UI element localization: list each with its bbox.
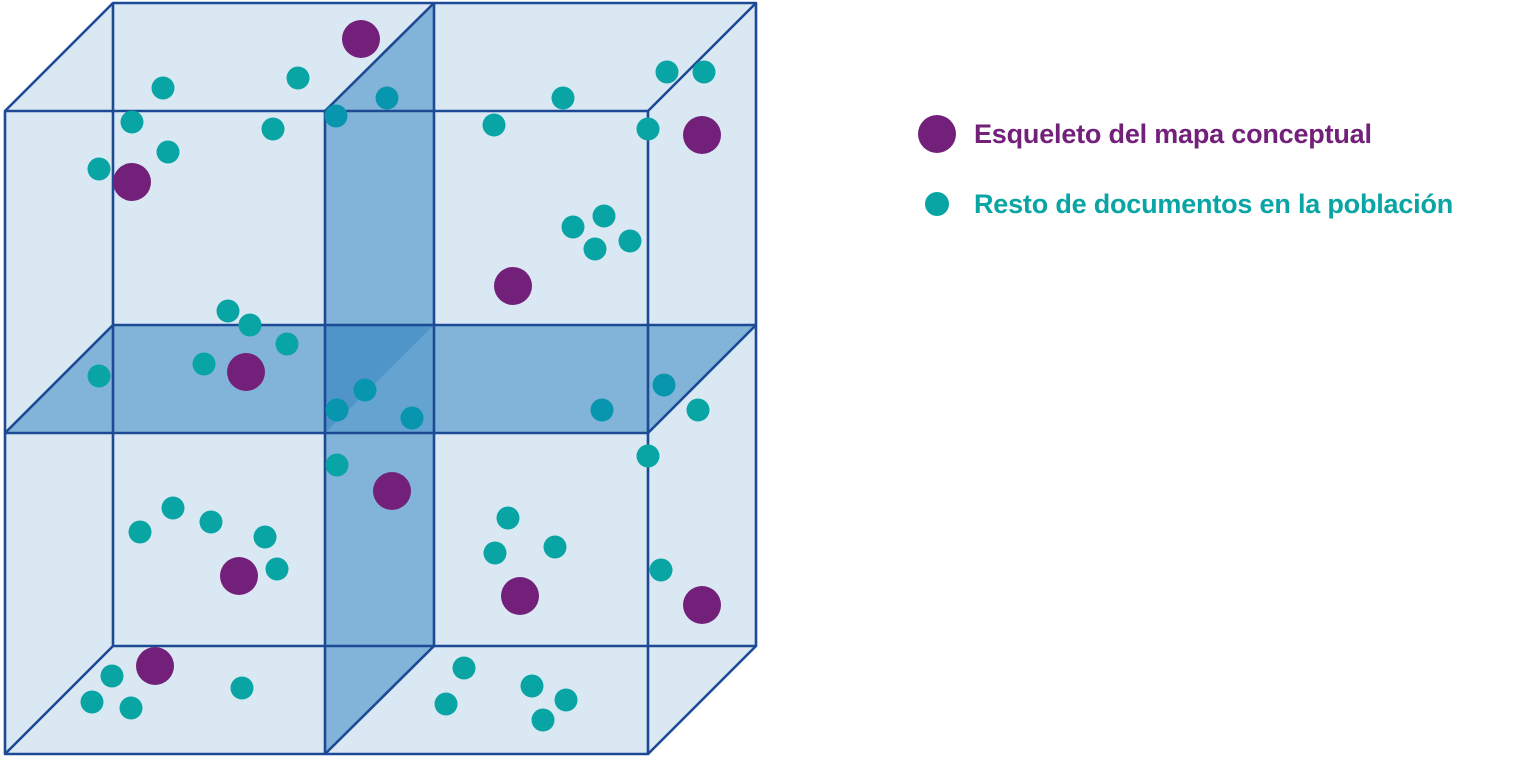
document-dot bbox=[561, 215, 585, 239]
document-dot bbox=[520, 674, 544, 698]
legend-item-rest: Resto de documentos en la población bbox=[918, 184, 1453, 224]
document-dot bbox=[275, 332, 299, 356]
document-dot bbox=[156, 140, 180, 164]
document-dot bbox=[261, 117, 285, 141]
document-dot bbox=[692, 60, 716, 84]
document-dot bbox=[100, 664, 124, 688]
document-dot bbox=[192, 352, 216, 376]
skeleton-dot bbox=[113, 163, 151, 201]
document-dot bbox=[265, 557, 289, 581]
skeleton-dot bbox=[136, 647, 174, 685]
document-dot bbox=[482, 113, 506, 137]
purple-dot-icon bbox=[918, 115, 956, 153]
skeleton-documents bbox=[113, 20, 721, 685]
cube-edges bbox=[3, 1, 758, 756]
document-dot bbox=[686, 398, 710, 422]
skeleton-dot bbox=[342, 20, 380, 58]
document-dot bbox=[636, 444, 660, 468]
skeleton-dot bbox=[683, 116, 721, 154]
document-dot bbox=[483, 541, 507, 565]
edge bbox=[4, 2, 114, 112]
document-dot bbox=[80, 690, 104, 714]
document-space-cube bbox=[3, 1, 758, 756]
document-dot bbox=[199, 510, 223, 534]
document-dot bbox=[618, 229, 642, 253]
document-dot bbox=[151, 76, 175, 100]
document-dot bbox=[531, 708, 555, 732]
skeleton-dot bbox=[373, 472, 411, 510]
document-dot bbox=[496, 506, 520, 530]
skeleton-dot bbox=[683, 586, 721, 624]
interior-planes bbox=[5, 3, 756, 754]
document-dot bbox=[543, 535, 567, 559]
document-dot bbox=[583, 237, 607, 261]
document-dot bbox=[590, 398, 614, 422]
legend: Esqueleto del mapa conceptual Resto de d… bbox=[918, 114, 1453, 254]
document-dot bbox=[238, 313, 262, 337]
edge bbox=[324, 2, 435, 112]
document-dot bbox=[652, 373, 676, 397]
document-dot bbox=[400, 406, 424, 430]
document-dot bbox=[87, 364, 111, 388]
teal-dot-icon bbox=[925, 192, 949, 216]
document-dot bbox=[452, 656, 476, 680]
skeleton-dot bbox=[220, 557, 258, 595]
rest-documents bbox=[80, 60, 716, 732]
document-dot bbox=[434, 692, 458, 716]
edge bbox=[647, 2, 757, 112]
edge bbox=[324, 645, 435, 755]
legend-item-skeleton: Esqueleto del mapa conceptual bbox=[918, 114, 1453, 154]
edge bbox=[647, 645, 757, 755]
document-dot bbox=[324, 104, 348, 128]
edge bbox=[4, 645, 114, 755]
document-dot bbox=[325, 453, 349, 477]
document-dot bbox=[120, 110, 144, 134]
legend-label-rest: Resto de documentos en la población bbox=[974, 188, 1454, 219]
skeleton-dot bbox=[494, 267, 532, 305]
document-dot bbox=[375, 86, 399, 110]
document-dot bbox=[353, 378, 377, 402]
skeleton-dot bbox=[227, 353, 265, 391]
document-dot bbox=[325, 398, 349, 422]
document-dot bbox=[161, 496, 185, 520]
document-dot bbox=[554, 688, 578, 712]
document-dot bbox=[636, 117, 660, 141]
document-dot bbox=[128, 520, 152, 544]
edge bbox=[647, 324, 757, 434]
edge bbox=[4, 324, 114, 434]
document-dot bbox=[649, 558, 673, 582]
skeleton-dot bbox=[501, 577, 539, 615]
legend-label-skeleton: Esqueleto del mapa conceptual bbox=[974, 118, 1372, 149]
document-dot bbox=[551, 86, 575, 110]
document-dot bbox=[253, 525, 277, 549]
plane-crossing-core-2 bbox=[325, 325, 434, 433]
document-dot bbox=[655, 60, 679, 84]
document-dot bbox=[592, 204, 616, 228]
document-dot bbox=[286, 66, 310, 90]
document-dot bbox=[87, 157, 111, 181]
document-dot bbox=[119, 696, 143, 720]
document-dot bbox=[216, 299, 240, 323]
document-dot bbox=[230, 676, 254, 700]
